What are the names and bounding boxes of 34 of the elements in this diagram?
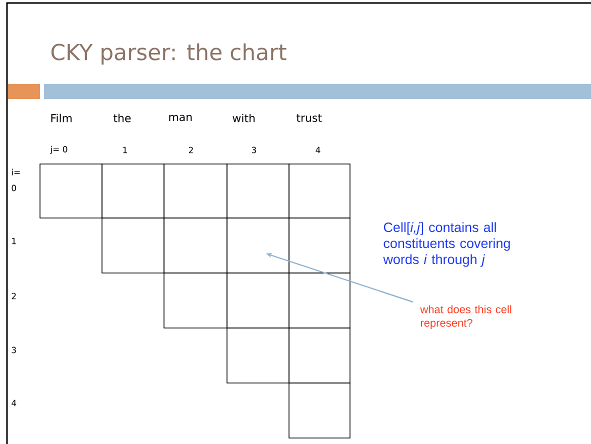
chart-cell bbox=[288, 382, 350, 438]
chart-cell bbox=[226, 328, 290, 384]
chart-cell bbox=[164, 218, 228, 274]
word-label: Film bbox=[51, 114, 72, 122]
chart-cell bbox=[288, 272, 350, 328]
chart-cell bbox=[226, 164, 290, 218]
chart-cell bbox=[288, 164, 350, 218]
column-index: 2 bbox=[188, 146, 193, 154]
chart-cell bbox=[226, 272, 290, 328]
word-label: trust bbox=[296, 114, 322, 122]
row-index: 3 bbox=[12, 346, 16, 354]
word-label: the bbox=[114, 114, 131, 122]
row-index: 0 bbox=[12, 184, 16, 192]
chart-cell bbox=[226, 218, 290, 274]
chart-cell bbox=[40, 164, 102, 218]
chart-cell bbox=[288, 218, 350, 274]
row-index: 1 bbox=[12, 238, 16, 244]
chart-cell bbox=[164, 164, 228, 218]
row-index: i= bbox=[12, 168, 20, 176]
column-index: 3 bbox=[252, 146, 256, 154]
column-index: j= 0 bbox=[50, 146, 68, 154]
column-index: 4 bbox=[316, 146, 320, 154]
column-index: 1 bbox=[123, 146, 127, 154]
slide-title: CKY parser: the chart bbox=[51, 43, 286, 65]
question-text: what does this cell represent? bbox=[420, 305, 512, 329]
chart-cell bbox=[164, 272, 228, 328]
note-text: Cell[i,j] contains all constituents covering words i through j bbox=[383, 222, 510, 267]
word-label: with bbox=[232, 114, 255, 122]
chart-cell bbox=[102, 218, 164, 274]
chart-cell bbox=[102, 164, 164, 218]
word-label: man bbox=[169, 114, 192, 122]
chart-cell bbox=[288, 328, 350, 384]
row-index: 2 bbox=[12, 292, 16, 300]
row-index: 4 bbox=[12, 400, 16, 406]
